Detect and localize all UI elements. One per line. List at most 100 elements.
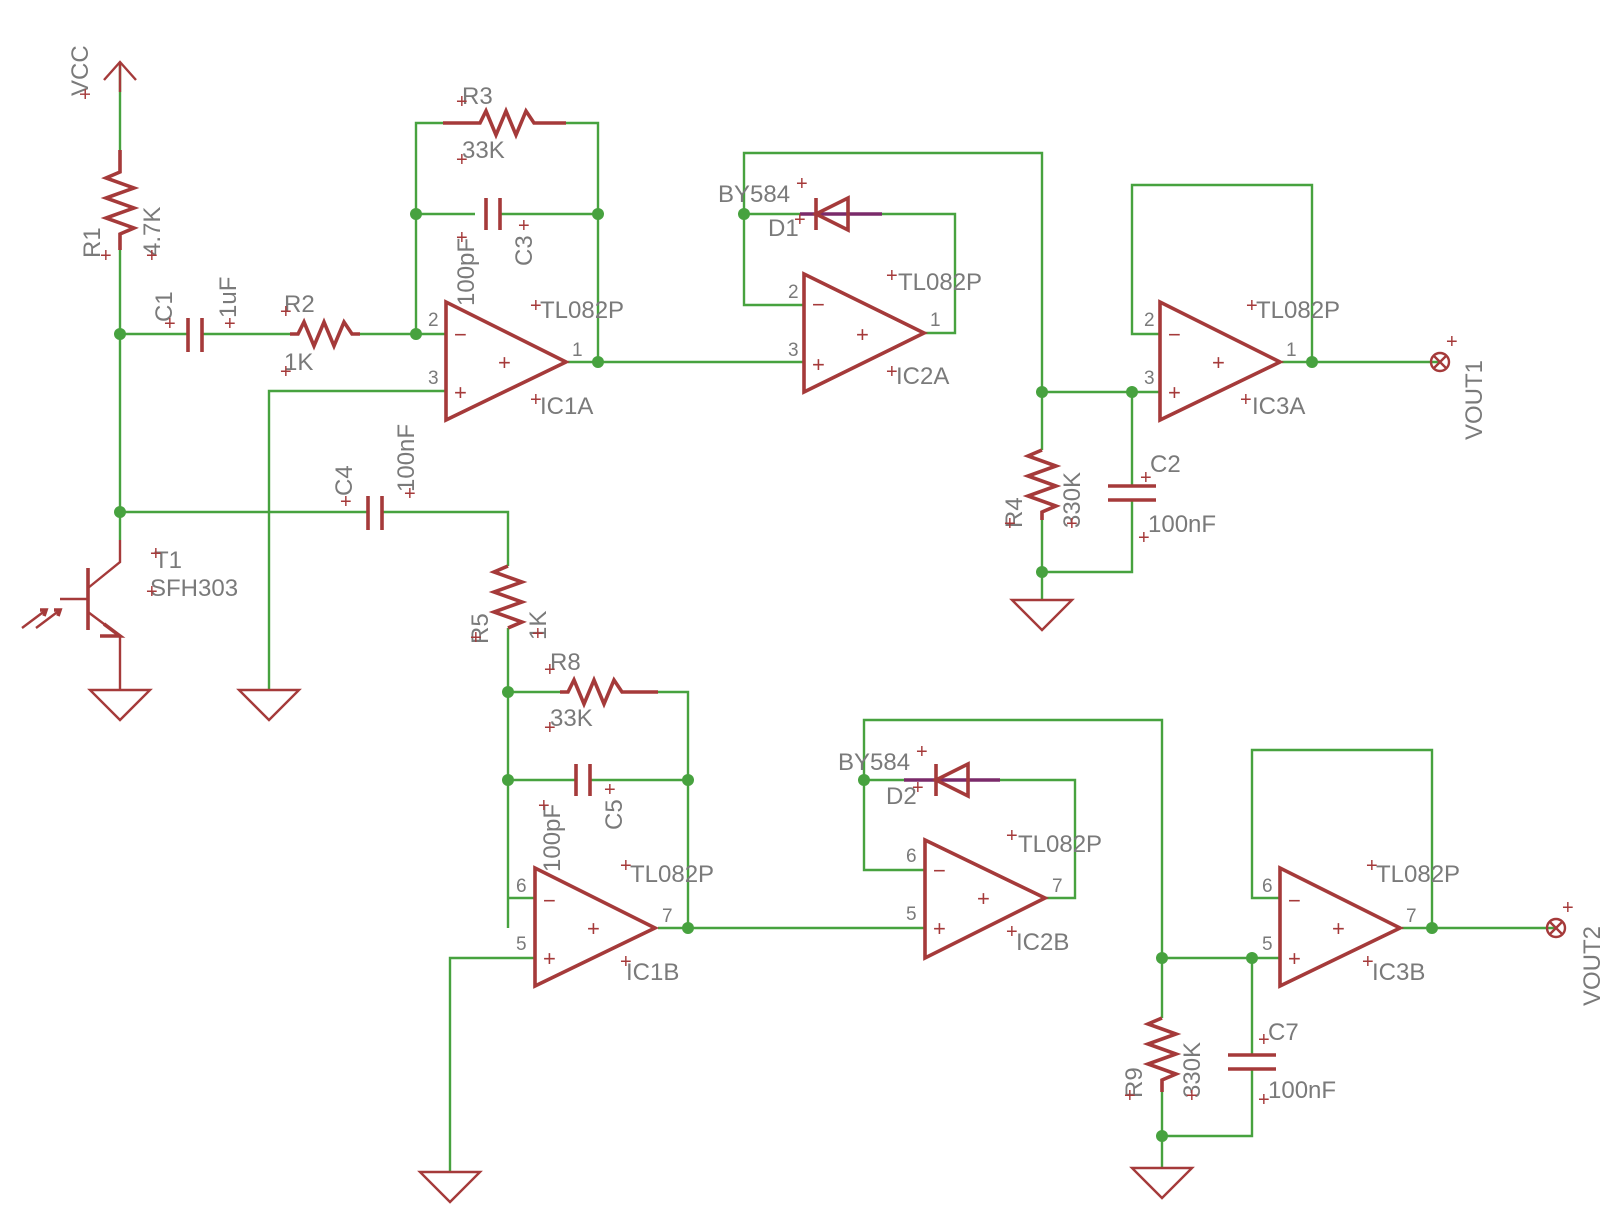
pin-label: 6 <box>906 846 917 867</box>
opamp-ic3b: − + + 6 5 7 TL082P IC3B <box>1262 861 1460 989</box>
pin-label: 3 <box>1144 368 1155 389</box>
r3-name: R3 <box>462 83 493 110</box>
svg-text:+: + <box>1066 513 1078 535</box>
svg-text:+: + <box>498 350 511 375</box>
svg-text:+: + <box>280 361 292 383</box>
pin-label: 3 <box>788 340 799 361</box>
svg-text:+: + <box>532 623 544 645</box>
d2-name: D2 <box>886 783 917 810</box>
connector-pad-icon <box>1429 351 1451 373</box>
ic1b-name: IC1B <box>626 959 679 986</box>
junction-dot <box>858 774 870 786</box>
c3-value: 100pF <box>453 238 480 306</box>
svg-text:−: − <box>1288 888 1301 913</box>
c4-name: C4 <box>331 465 358 496</box>
c5-value: 100pF <box>539 804 566 872</box>
opamp-ic2b: − + + 6 5 7 TL082P IC2B <box>906 831 1102 961</box>
svg-text:+: + <box>1332 916 1345 941</box>
wires <box>118 62 1556 1172</box>
ic2a-name: IC2A <box>896 363 949 390</box>
svg-text:+: + <box>1124 1085 1136 1107</box>
svg-text:+: + <box>146 581 158 603</box>
ground-icon <box>1009 598 1075 632</box>
r1-name: R1 <box>79 227 106 258</box>
junction-dot <box>1126 386 1138 398</box>
svg-text:+: + <box>933 916 946 941</box>
svg-text:+: + <box>150 543 162 565</box>
capacitor-c2: C2 100nF <box>1108 451 1216 538</box>
c4-value: 100nF <box>393 424 420 492</box>
vcc-arrow-icon <box>103 60 137 92</box>
r2-name: R2 <box>284 291 315 318</box>
svg-text:+: + <box>1288 946 1301 971</box>
svg-text:+: + <box>404 483 416 505</box>
junction-dot <box>502 686 514 698</box>
ground-icon <box>1129 1166 1195 1200</box>
svg-text:+: + <box>538 795 550 817</box>
pin-label: 6 <box>516 876 527 897</box>
t1-name: T1 <box>154 547 182 574</box>
opamp-ic2a: − + + 2 3 1 TL082P IC2A <box>788 269 982 395</box>
connector-pad-icon <box>1545 917 1567 939</box>
svg-text:+: + <box>912 777 924 799</box>
output-connector-vout1: VOUT1 <box>1429 351 1488 440</box>
svg-text:+: + <box>1446 331 1458 353</box>
svg-text:−: − <box>933 858 946 883</box>
capacitor-c4: C4 100nF <box>331 424 420 530</box>
svg-text:+: + <box>886 265 898 287</box>
svg-text:+: + <box>146 245 158 267</box>
svg-text:+: + <box>1562 897 1574 919</box>
ic2b-name: IC2B <box>1016 929 1069 956</box>
svg-text:+: + <box>1246 295 1258 317</box>
svg-text:−: − <box>543 888 556 913</box>
svg-text:+: + <box>456 227 468 249</box>
svg-text:+: + <box>886 361 898 383</box>
svg-text:+: + <box>587 916 600 941</box>
ic2b-value: TL082P <box>1018 831 1102 858</box>
r5-value: 1K <box>525 611 552 640</box>
svg-text:+: + <box>1258 1029 1270 1051</box>
d1-value: BY584 <box>718 181 790 208</box>
ground-icon <box>417 1170 483 1204</box>
junction-dot <box>682 774 694 786</box>
c5-name: C5 <box>601 799 628 830</box>
svg-text:+: + <box>544 717 556 739</box>
ground-icon <box>87 688 153 722</box>
junction-dot <box>114 506 126 518</box>
svg-text:+: + <box>544 659 556 681</box>
pin-label: 2 <box>428 310 439 331</box>
c3-name: C3 <box>511 235 538 266</box>
svg-text:+: + <box>1258 1089 1270 1111</box>
r5-name: R5 <box>467 613 494 644</box>
svg-text:+: + <box>454 380 467 405</box>
opamp-ic1a: − + + 2 3 1 TL082P IC1A <box>428 297 624 423</box>
resistor-r5: R5 1K <box>467 564 552 644</box>
junction-dot <box>1246 952 1258 964</box>
ic1b-value: TL082P <box>630 861 714 888</box>
svg-text:+: + <box>1168 380 1181 405</box>
svg-text:VCC: VCC <box>67 45 94 96</box>
svg-text:+: + <box>164 313 176 335</box>
svg-text:+: + <box>1006 825 1018 847</box>
diode-d1: D1 BY584 <box>718 181 882 242</box>
junction-dot <box>1156 952 1168 964</box>
r8-name: R8 <box>550 649 581 676</box>
light-arrows-icon <box>21 608 63 629</box>
svg-text:+: + <box>604 779 616 801</box>
junction-dot <box>682 922 694 934</box>
svg-text:+: + <box>543 946 556 971</box>
svg-text:+: + <box>1138 527 1150 549</box>
r4-name: R4 <box>1001 497 1028 528</box>
capacitor-c3: C3 100pF <box>453 198 538 306</box>
svg-text:+: + <box>470 627 482 649</box>
capacitor-c1: C1 1uF <box>151 277 242 352</box>
resistor-r8: R8 33K <box>550 649 658 732</box>
junction-dot <box>502 774 514 786</box>
r4-value: 330K <box>1059 472 1086 528</box>
pin-label: 3 <box>428 368 439 389</box>
junction-dot <box>1156 1130 1168 1142</box>
junction-dot <box>1426 922 1438 934</box>
resistor-r9: R9 330K <box>1121 1016 1206 1098</box>
svg-text:+: + <box>1240 389 1252 411</box>
